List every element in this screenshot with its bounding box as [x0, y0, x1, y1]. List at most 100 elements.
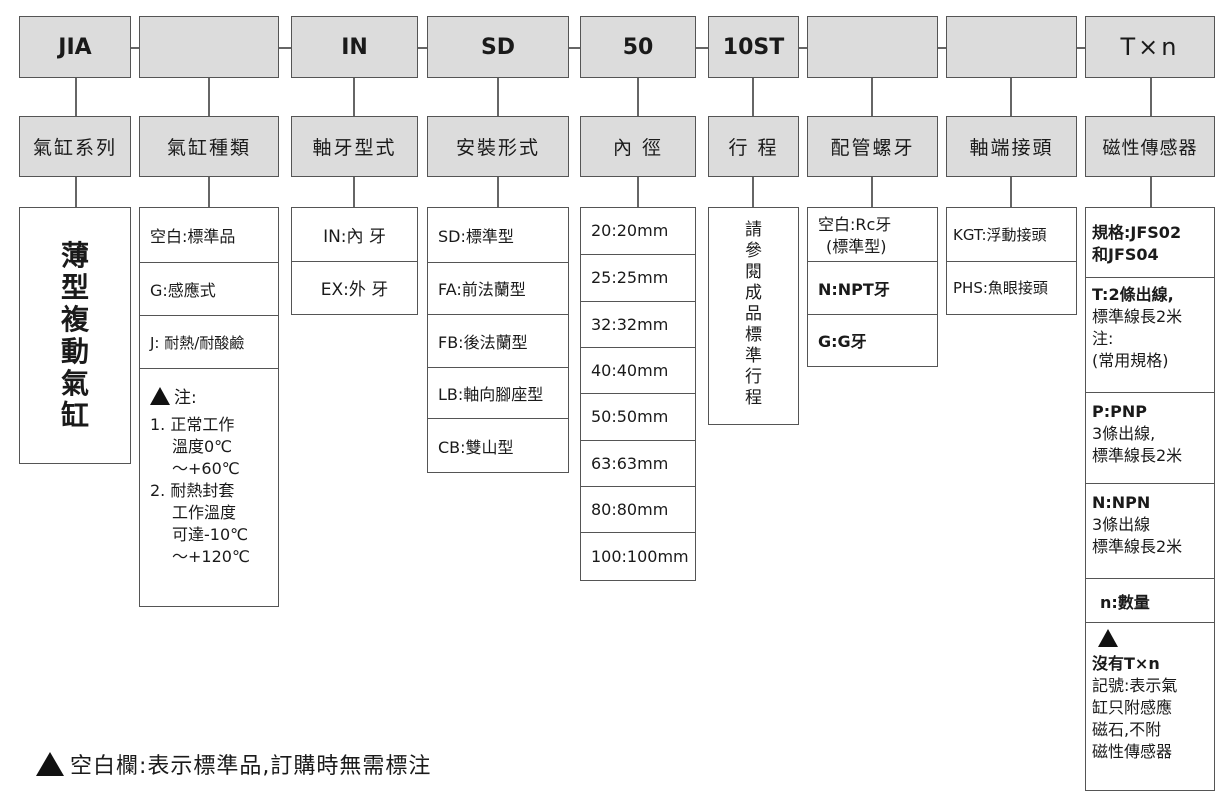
thread-option: IN:內 牙 — [292, 208, 417, 262]
code-connector — [278, 47, 291, 49]
port-option: N:NPT牙 — [808, 262, 937, 315]
category-rod-end: 軸端接頭 — [946, 116, 1077, 177]
series-char: 型 — [60, 271, 89, 304]
series-char: 氣 — [60, 367, 89, 400]
code-box-thread: IN — [291, 16, 418, 78]
bore-option: 20:20mm — [581, 208, 695, 255]
sensor-note-line: 磁性傳感器 — [1092, 742, 1173, 761]
category-to-options-connector — [871, 177, 873, 207]
type-option: 空白:標準品 — [140, 208, 278, 263]
code-to-category-connector — [871, 78, 873, 116]
sensor-n-line: N:NPN — [1092, 493, 1151, 512]
warning-icon — [36, 752, 64, 776]
category-type: 氣缸種類 — [139, 116, 279, 177]
type-note-line: ～+120℃ — [172, 547, 250, 566]
code-box-series: JIA — [19, 16, 131, 78]
stroke-note-char: 標 — [745, 325, 762, 345]
series-char: 動 — [60, 335, 89, 368]
code-to-category-connector — [1150, 78, 1152, 116]
stroke-note-char: 成 — [745, 283, 762, 303]
port-blank-line: (標準型) — [826, 237, 887, 256]
code-to-category-connector — [75, 78, 77, 116]
footer-note: 空白欄:表示標準品,訂購時無需標注 — [36, 748, 431, 780]
port-blank-line: 空白:Rc牙 — [818, 215, 892, 234]
mount-option: SD:標準型 — [428, 208, 568, 263]
series-panel: 薄 型 複 動 氣 缸 — [19, 207, 131, 464]
mount-option: CB:雙山型 — [438, 437, 514, 457]
sensor-option-p: P:PNP 3條出線, 標準線長2米 — [1086, 393, 1214, 484]
stroke-note-char: 準 — [745, 346, 762, 366]
code-box-stroke: 10ST — [708, 16, 799, 78]
series-char: 缸 — [60, 399, 89, 432]
code-connector — [568, 47, 580, 49]
code-box-sensor: T×n — [1085, 16, 1215, 78]
code-box-mount: SD — [427, 16, 569, 78]
bore-option: 80:80mm — [581, 487, 695, 534]
sensor-option-n: N:NPN 3條出線 標準線長2米 — [1086, 484, 1214, 579]
bore-option: 100:100mm — [591, 547, 689, 567]
bore-panel: 20:20mm 25:25mm 32:32mm 40:40mm 50:50mm … — [580, 207, 696, 581]
code-box-type — [139, 16, 279, 78]
sensor-t-line: 標準線長2米 — [1092, 307, 1183, 326]
sensor-panel: 規格:JFS02 和JFS04 T:2條出線, 標準線長2米 注: (常用規格)… — [1085, 207, 1215, 791]
code-to-category-connector — [497, 78, 499, 116]
stroke-panel: 請 參 閱 成 品 標 準 行 程 — [708, 207, 799, 425]
category-to-options-connector — [497, 177, 499, 207]
sensor-qty: n:數量 — [1086, 579, 1214, 623]
category-to-options-connector — [637, 177, 639, 207]
stroke-note-char: 行 — [745, 367, 762, 387]
category-mount: 安裝形式 — [427, 116, 569, 177]
rod-end-option: KGT:浮動接頭 — [947, 208, 1076, 262]
code-connector — [695, 47, 708, 49]
code-to-category-connector — [752, 78, 754, 116]
mount-option: FB:後法蘭型 — [428, 315, 568, 368]
sensor-note: 沒有T×n 記號:表示氣 缸只附感應 磁石,不附 磁性傳感器 — [1086, 623, 1214, 763]
warning-icon — [1098, 629, 1118, 647]
sensor-option-t: T:2條出線, 標準線長2米 注: (常用規格) — [1086, 278, 1214, 393]
code-to-category-connector — [1010, 78, 1012, 116]
bore-option: 32:32mm — [581, 302, 695, 349]
code-connector — [937, 47, 946, 49]
sensor-n-line: 3條出線 — [1092, 515, 1151, 534]
sensor-t-line: 注: — [1092, 329, 1114, 348]
type-note-line: 工作溫度 — [172, 503, 237, 522]
category-to-options-connector — [752, 177, 754, 207]
series-char: 複 — [60, 303, 89, 336]
code-connector — [417, 47, 427, 49]
category-thread: 軸牙型式 — [291, 116, 418, 177]
category-stroke: 行 程 — [708, 116, 799, 177]
rod-end-option: PHS:魚眼接頭 — [953, 279, 1048, 298]
mount-option: LB:軸向腳座型 — [428, 368, 568, 420]
sensor-p-line: 3條出線, — [1092, 424, 1156, 443]
rod-end-panel: KGT:浮動接頭 PHS:魚眼接頭 — [946, 207, 1077, 315]
sensor-spec-line: 和JFS04 — [1092, 245, 1159, 264]
type-note: 注: 1. 正常工作 溫度0℃ ～+60℃ 2. 耐熱封套 工作溫度 可達-10… — [140, 369, 278, 568]
bore-option: 25:25mm — [581, 255, 695, 302]
category-to-options-connector — [1150, 177, 1152, 207]
type-note-line: 可達-10℃ — [172, 525, 249, 544]
sensor-spec-line: 規格:JFS02 — [1092, 223, 1182, 242]
port-option: G:G牙 — [818, 332, 867, 352]
type-note-line: 溫度0℃ — [172, 437, 233, 456]
series-char: 薄 — [60, 239, 89, 272]
sensor-spec: 規格:JFS02 和JFS04 — [1086, 208, 1214, 278]
type-option: G:感應式 — [140, 263, 278, 316]
port-panel: 空白:Rc牙 (標準型) N:NPT牙 G:G牙 — [807, 207, 938, 367]
code-connector — [798, 47, 807, 49]
sensor-t-line: (常用規格) — [1092, 351, 1169, 370]
code-to-category-connector — [637, 78, 639, 116]
category-series: 氣缸系列 — [19, 116, 131, 177]
code-box-rod-end — [946, 16, 1077, 78]
code-box-bore: 50 — [580, 16, 696, 78]
bore-option: 63:63mm — [581, 441, 695, 487]
bore-option: 40:40mm — [581, 348, 695, 394]
footer-note-text: 空白欄:表示標準品,訂購時無需標注 — [70, 754, 432, 779]
type-panel: 空白:標準品 G:感應式 J: 耐熱/耐酸鹼 注: 1. 正常工作 溫度0℃ ～… — [139, 207, 279, 607]
sensor-n-line: 標準線長2米 — [1092, 537, 1183, 556]
sensor-note-line: 記號:表示氣 — [1092, 676, 1178, 695]
type-option: J: 耐熱/耐酸鹼 — [140, 316, 278, 369]
stroke-note-char: 品 — [745, 304, 762, 324]
sensor-note-line: 磁石,不附 — [1092, 720, 1162, 739]
category-to-options-connector — [208, 177, 210, 207]
thread-option: EX:外 牙 — [320, 280, 389, 301]
